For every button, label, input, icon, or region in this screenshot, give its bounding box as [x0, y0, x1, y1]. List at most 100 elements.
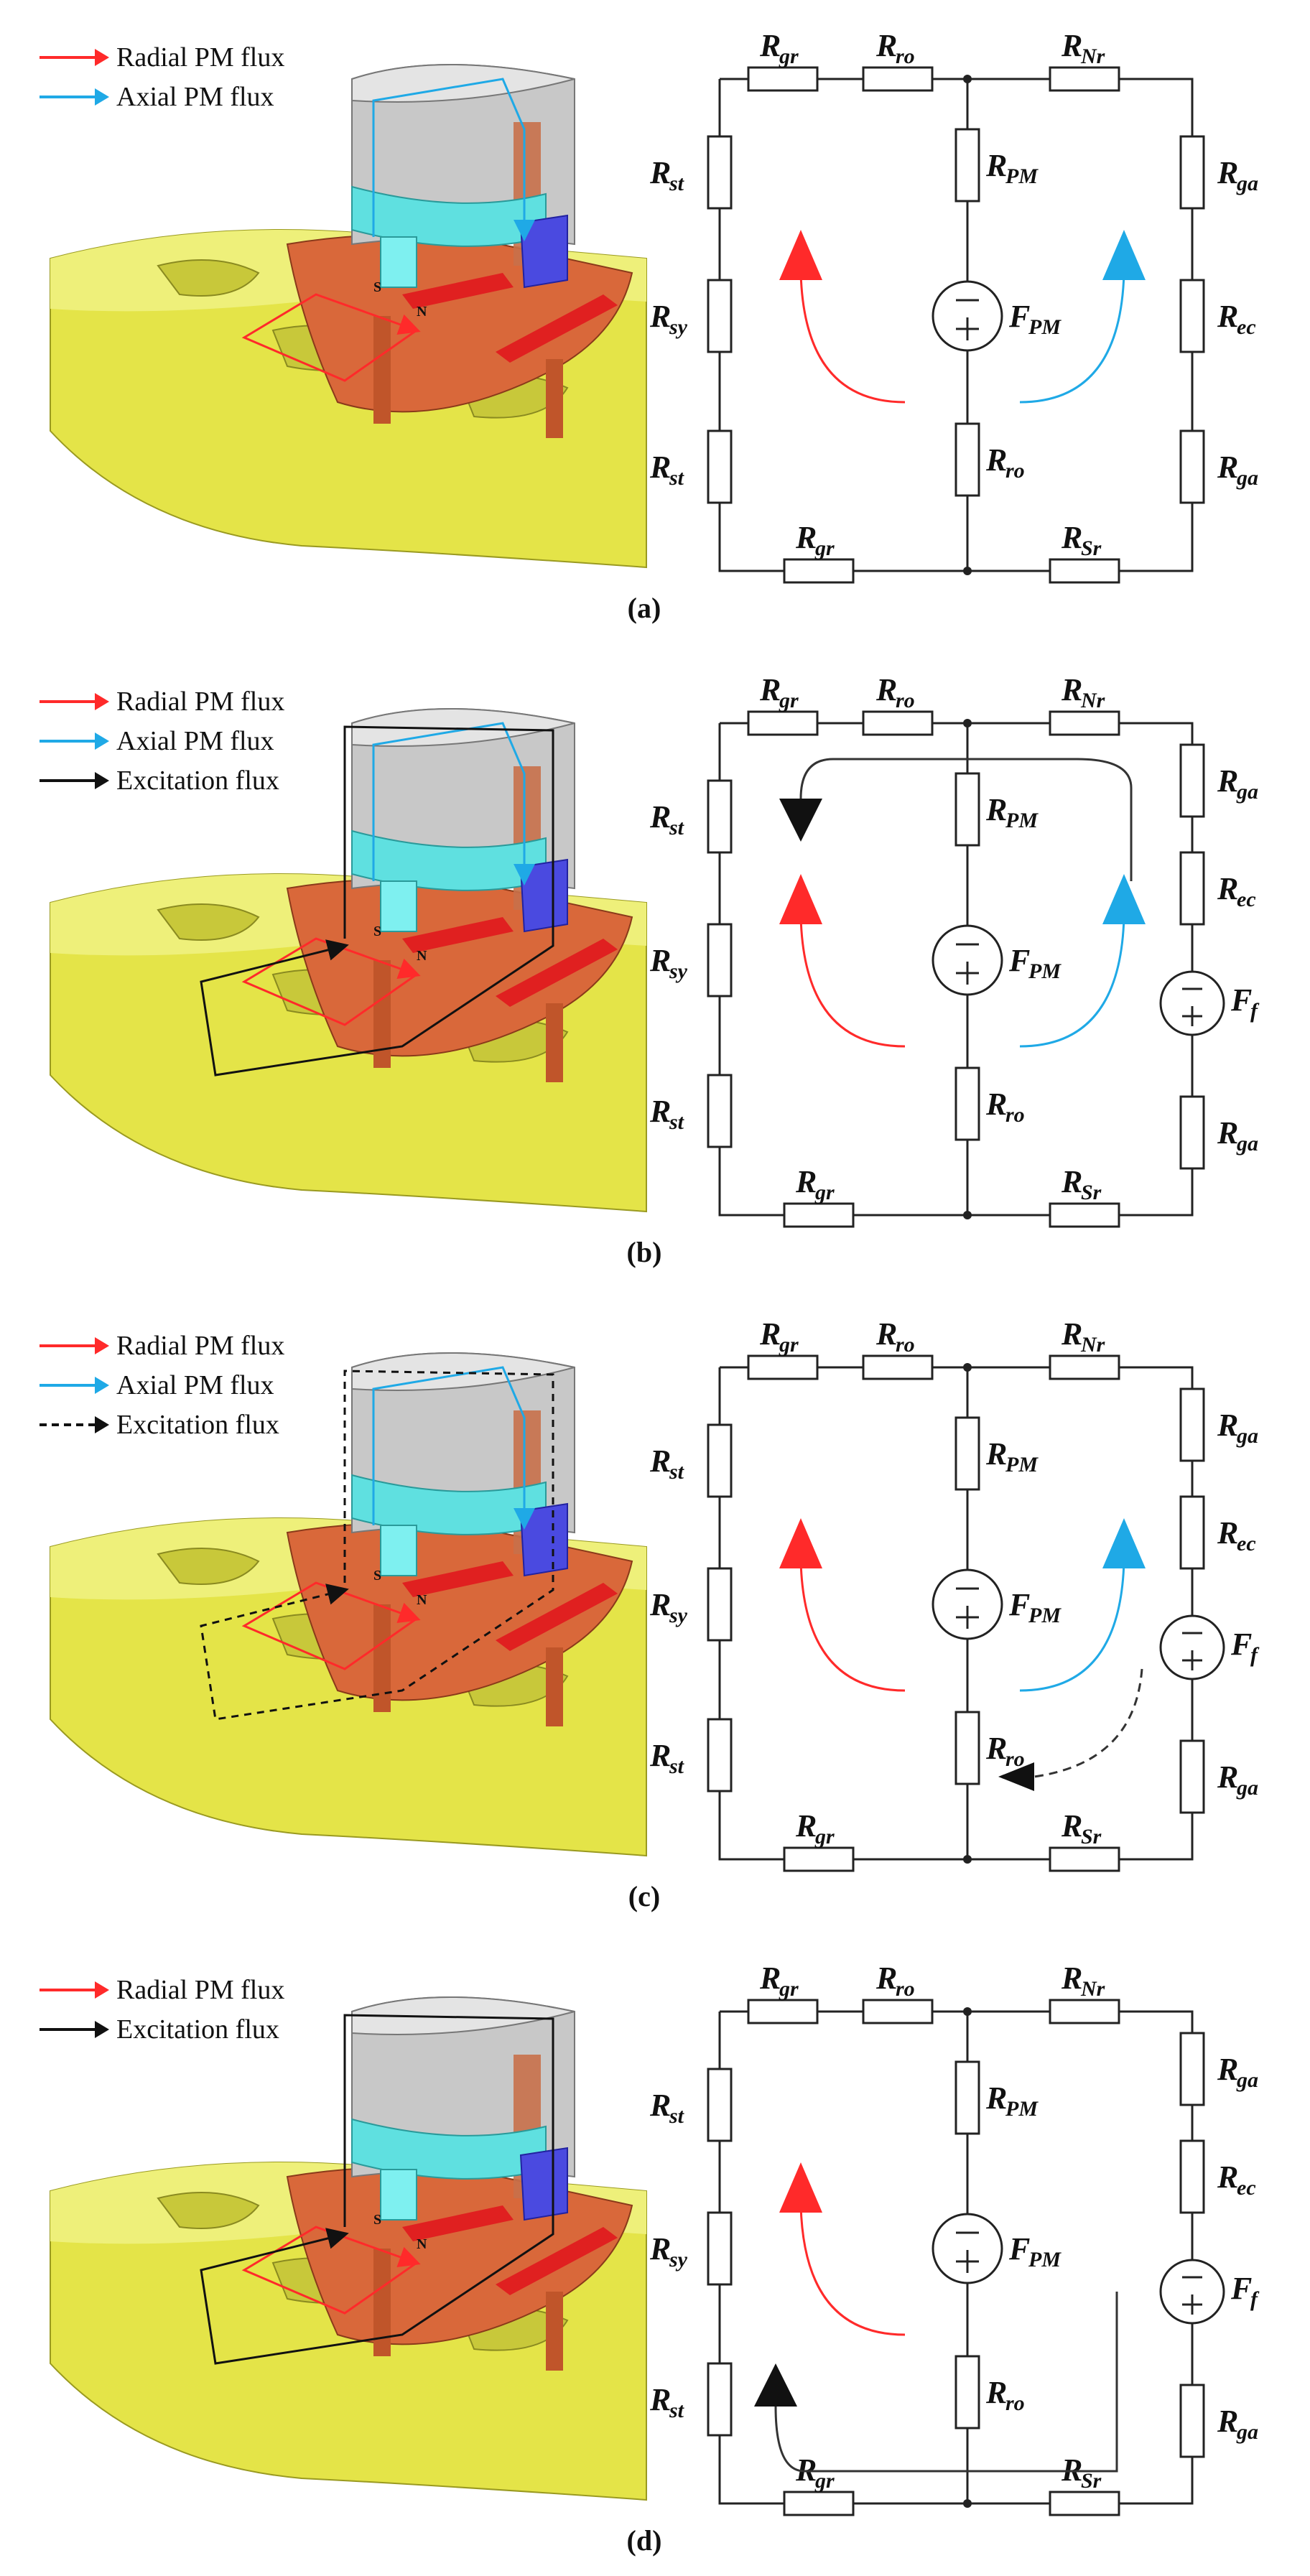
rotor-pole	[373, 960, 391, 1068]
resistor-bottom-1-label: Rgr	[795, 520, 835, 560]
resistor-left-2-label: Rsy	[649, 1587, 688, 1627]
excitation-loop-arrowhead	[779, 799, 822, 842]
axial-pm	[519, 1502, 568, 1577]
resistor-middle-1-label: RPM	[985, 1436, 1039, 1477]
resistor-bottom-2	[1049, 558, 1120, 584]
resistor-right-2-label-main: R	[1217, 2159, 1238, 2195]
resistor-right-2-label-main: R	[1217, 1515, 1238, 1550]
legend-item: Axial PM flux	[40, 726, 274, 756]
pole-s-label: S	[373, 279, 381, 295]
resistor-left-3-label: Rst	[649, 1738, 685, 1778]
stator-tooth-top	[351, 1996, 575, 2035]
resistor-left-1-label: Rst	[649, 155, 685, 195]
source-fpm	[932, 280, 1003, 352]
axial-leg	[380, 1525, 417, 1576]
rotor-pole	[546, 1003, 563, 1082]
resistor-right-1	[1179, 135, 1205, 210]
resistor-right-3-label: Rga	[1217, 2404, 1258, 2444]
resistor-top-3	[1049, 1999, 1120, 2024]
resistor-bottom-1-label-main: R	[795, 1808, 817, 1843]
resistor-left-3-label-sub: st	[669, 1110, 685, 1134]
resistor-right-1-label-main: R	[1217, 1408, 1238, 1443]
resistor-left-2-label-main: R	[649, 1587, 671, 1622]
resistor-right-2-label: Rec	[1217, 871, 1256, 911]
source-ff	[1159, 2259, 1225, 2325]
resistor-middle-1-label: RPM	[985, 148, 1039, 188]
resistor-right-2-label: Rec	[1217, 1515, 1256, 1556]
resistor-top-3-label-sub: Nr	[1080, 1977, 1105, 2001]
legend-item: Radial PM flux	[40, 687, 284, 717]
circuit-frame	[718, 722, 1194, 1217]
rotor-pole	[373, 316, 391, 424]
resistor-left-2-label: Rsy	[649, 299, 688, 339]
resistor-right-3	[1179, 2384, 1205, 2458]
source-fpm-label-main: F	[1008, 1587, 1030, 1622]
legend-arrowhead	[95, 49, 109, 66]
resistor-left-2	[707, 279, 733, 353]
resistor-middle-1-label-main: R	[985, 148, 1007, 183]
circuit-frame	[718, 1366, 1194, 1861]
panel-caption: (a)	[628, 592, 661, 624]
excitation-flux-path	[200, 1370, 554, 1721]
resistor-middle-2	[954, 1066, 980, 1141]
pole-n-label: N	[417, 2236, 427, 2252]
legend-arrowhead	[95, 693, 109, 710]
resistor-top-2-label-main: R	[875, 1961, 897, 1996]
resistor-top-2	[862, 1354, 934, 1380]
resistor-right-2-label-sub: ec	[1237, 315, 1256, 339]
resistor-bottom-2-label-sub: Sr	[1081, 2469, 1102, 2493]
resistor-top-2-label: Rro	[875, 672, 915, 712]
panel-caption: (d)	[627, 2524, 662, 2557]
resistor-left-1-label-sub: st	[669, 816, 685, 840]
resistor-right-3-label: Rga	[1217, 1759, 1258, 1800]
resistor-bottom-2	[1049, 1202, 1120, 1228]
resistor-top-3	[1049, 1354, 1120, 1380]
source-ff-label: Ff	[1230, 2271, 1260, 2311]
excitation-flux-path	[200, 2014, 554, 2365]
node-bottom	[963, 1211, 972, 1219]
resistor-left-2-label-sub: sy	[669, 2248, 688, 2272]
stator-slot	[157, 259, 260, 297]
resistor-middle-2-label: Rro	[985, 442, 1025, 483]
resistor-middle-2	[954, 422, 980, 497]
resistor-left-3	[707, 1074, 733, 1148]
resistor-left-1-label-sub: st	[669, 172, 685, 195]
radial-loop-arrow	[799, 1561, 906, 1692]
source-fpm-label: FPM	[1008, 943, 1062, 983]
resistor-middle-2-label: Rro	[985, 2375, 1025, 2415]
resistor-left-2-label: Rsy	[649, 943, 688, 983]
resistor-left-2-label-main: R	[649, 943, 671, 978]
excitation-loop-arrowhead	[754, 2363, 797, 2407]
resistor-top-2-label-main: R	[875, 28, 897, 63]
resistor-bottom-1-label-sub: gr	[814, 2469, 835, 2493]
resistor-left-2-label-sub: sy	[669, 315, 688, 339]
legend-arrowhead	[95, 88, 109, 106]
resistor-bottom-2-label: RSr	[1061, 2452, 1102, 2493]
axial-loop-arrow	[1019, 1561, 1125, 1692]
resistor-right-1-label: Rga	[1217, 1408, 1258, 1448]
resistor-top-3-label: RNr	[1061, 1316, 1105, 1357]
resistor-left-1	[707, 2068, 733, 2142]
pole-s-label: S	[373, 1568, 381, 1584]
source-fpm-label: FPM	[1008, 299, 1062, 339]
resistor-right-1-label-sub: ga	[1236, 1424, 1258, 1448]
resistor-left-1-label-sub: st	[669, 2104, 685, 2128]
resistor-bottom-1-label: Rgr	[795, 2452, 835, 2493]
resistor-right-3-label-sub: ga	[1236, 466, 1258, 490]
resistor-left-2-label-main: R	[649, 2231, 671, 2266]
node-top	[963, 75, 972, 83]
circuit-frame	[718, 78, 1194, 572]
legend-item: Radial PM flux	[40, 1331, 284, 1361]
circuit-frame	[718, 2010, 1194, 2505]
excitation-loop-arrowhead	[998, 1762, 1034, 1791]
resistor-left-1	[707, 135, 733, 210]
axial-leg	[380, 2169, 417, 2221]
resistor-top-1-label: Rgr	[759, 1961, 799, 2001]
resistor-bottom-1-label-main: R	[795, 520, 817, 555]
source-fpm	[932, 2213, 1003, 2284]
node-top	[963, 2007, 972, 2016]
resistor-middle-1-label-sub: PM	[1005, 164, 1039, 188]
legend-label: Radial PM flux	[116, 1975, 284, 2005]
